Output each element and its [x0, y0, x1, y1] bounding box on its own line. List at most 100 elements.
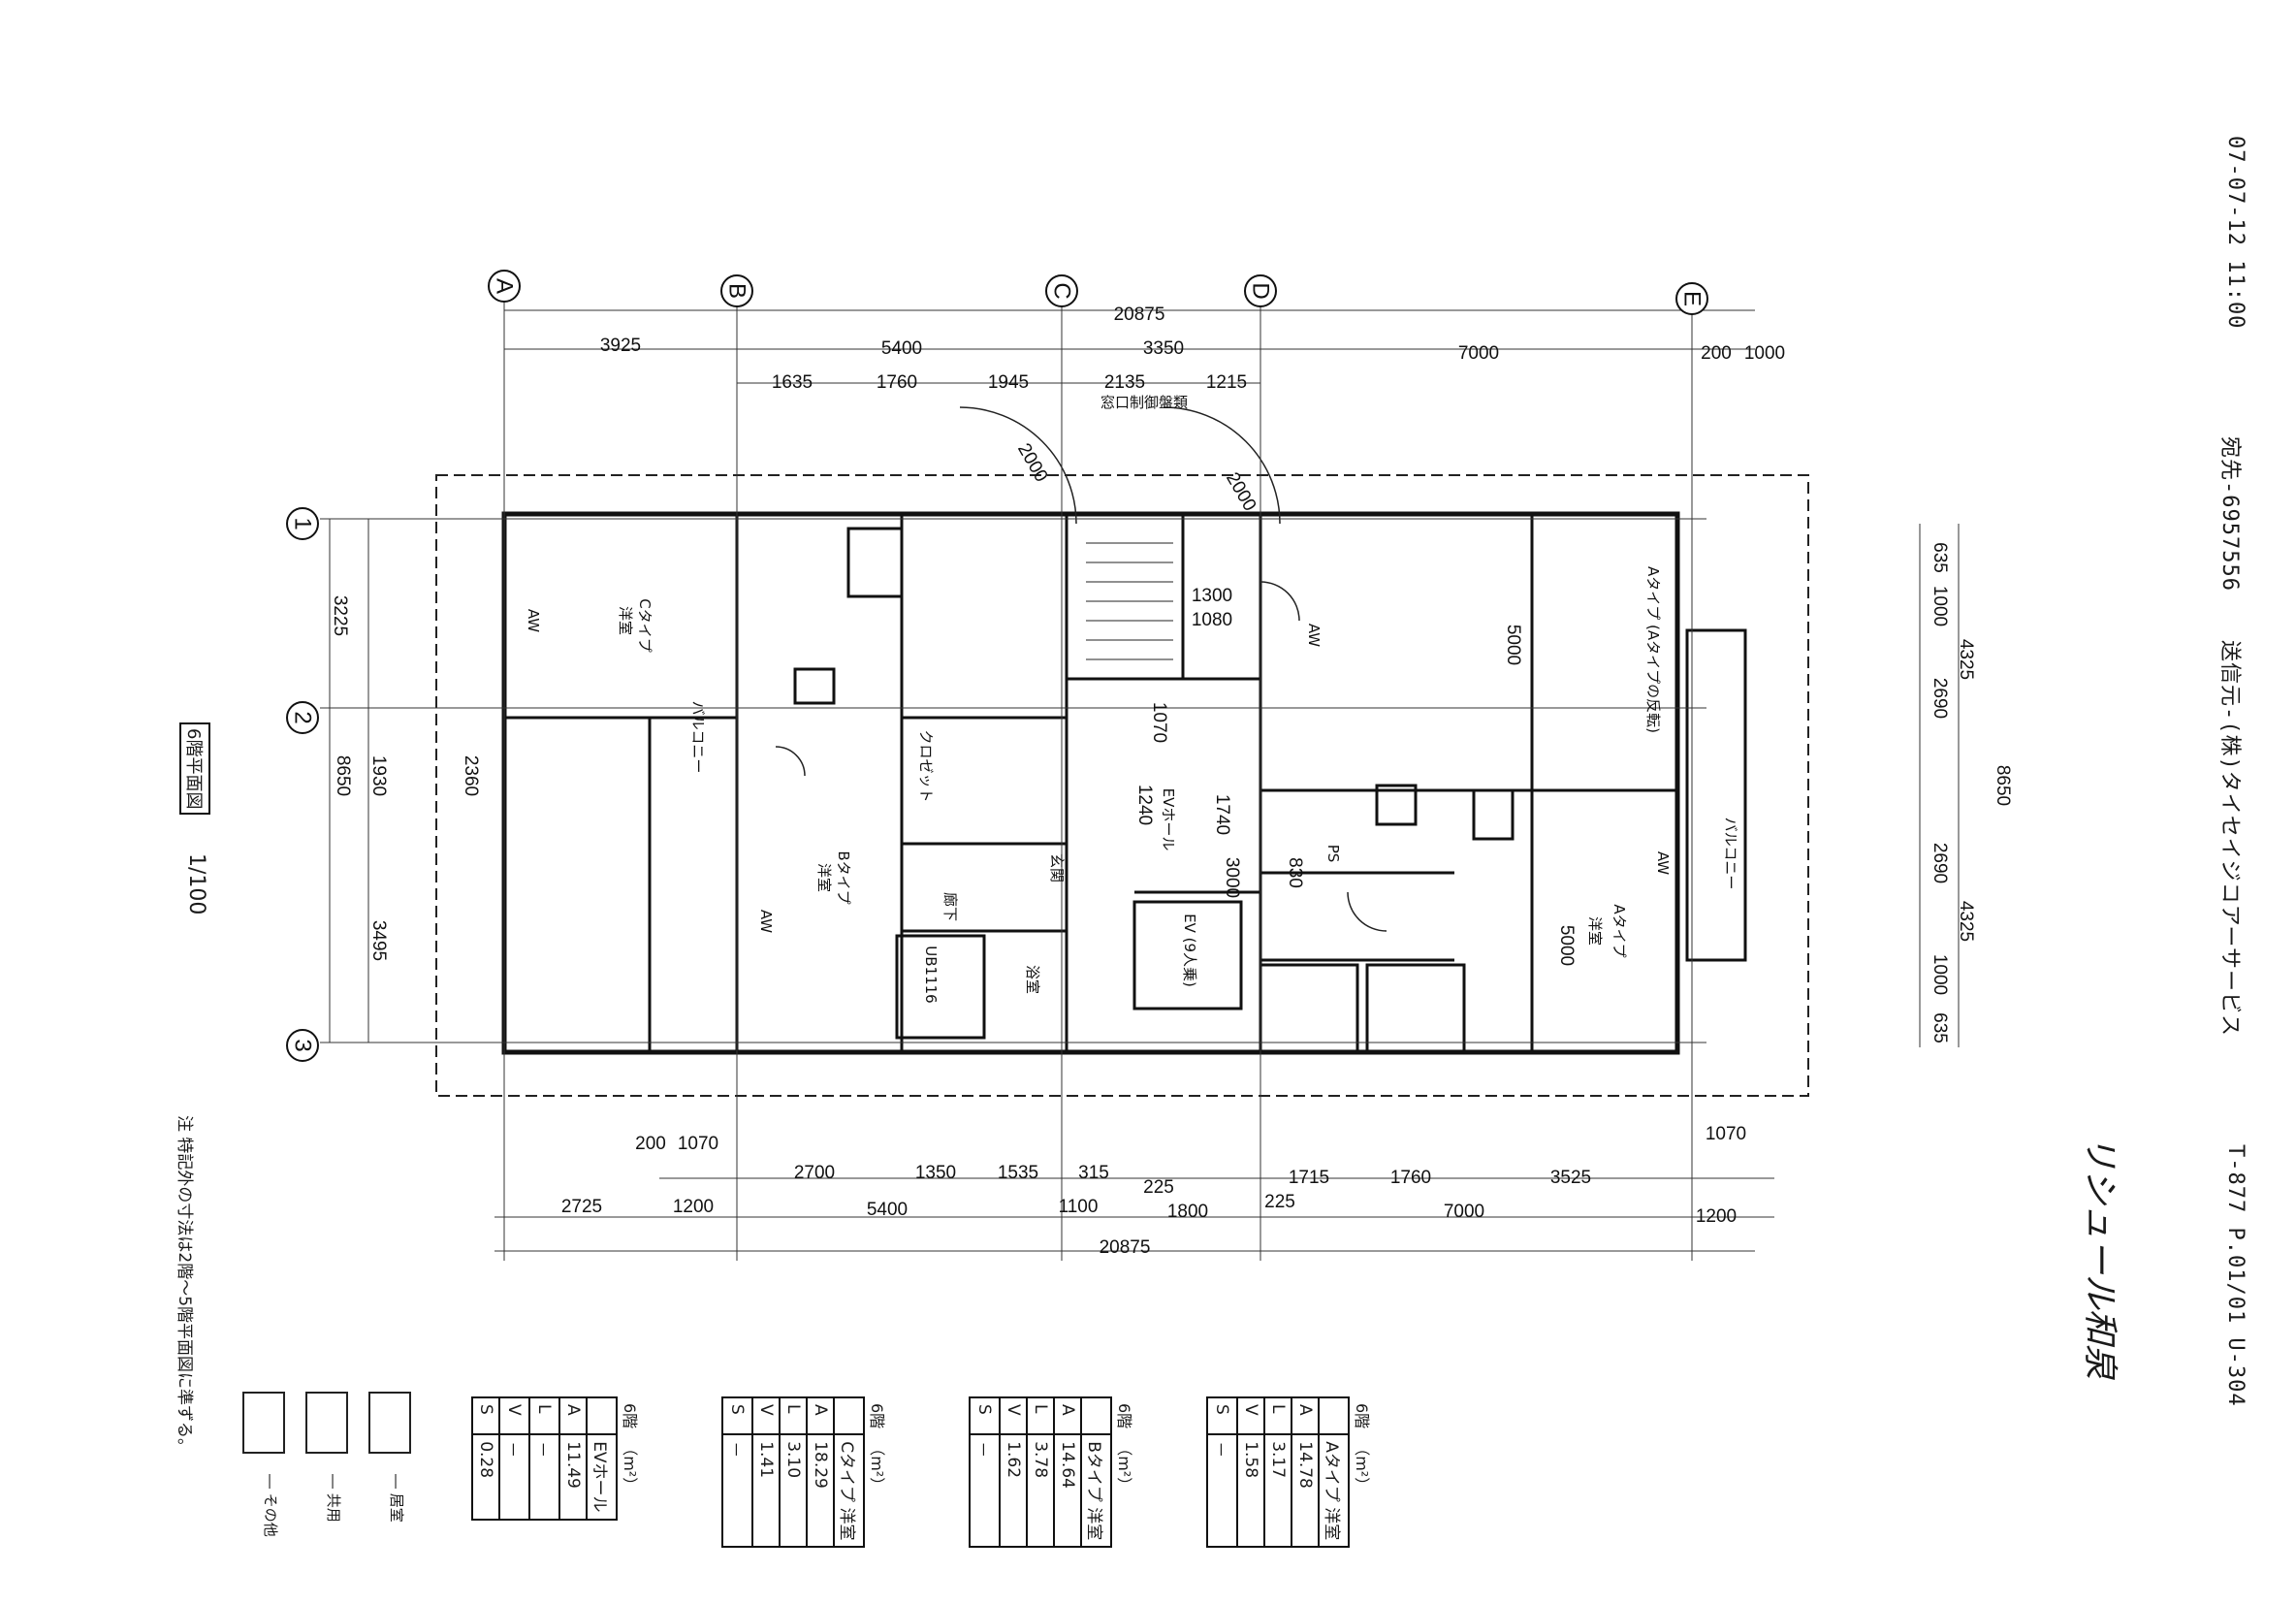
interior-walls — [504, 512, 1747, 1054]
bottom-sub-dim-6: 315 — [1078, 1163, 1109, 1183]
area-unit: （m²） — [1115, 1440, 1133, 1493]
building-outline — [435, 474, 1809, 1097]
area-type: Aタイプ — [1322, 1441, 1341, 1502]
area-type: Bタイプ — [1084, 1441, 1103, 1502]
door-arc-dim-1: 2000 — [1013, 440, 1051, 486]
area-key: V — [1000, 1397, 1027, 1435]
room-c-western: 洋室 — [617, 606, 634, 635]
bottom-sub-dim-1: 200 — [635, 1134, 666, 1154]
top-sub-dim-5: 1215 — [1206, 372, 1247, 393]
room-bath: 浴室 — [1024, 965, 1041, 994]
area-floor: 6階 — [1353, 1403, 1371, 1429]
top-dim-4: 7000 — [1458, 343, 1499, 364]
window-control-label: 窓口制御盤類 — [1100, 394, 1188, 411]
left-overall-dim: 8650 — [333, 755, 353, 796]
area-key: S — [970, 1397, 1000, 1435]
misc-dim-1740: 1740 — [1212, 794, 1232, 835]
area-unit: （m²） — [1353, 1440, 1371, 1493]
area-value: － — [970, 1434, 1000, 1548]
top-dim-3: 3350 — [1143, 338, 1184, 359]
area-value: 11.49 — [559, 1434, 587, 1520]
legend-box-icon — [368, 1392, 411, 1454]
bottom-sub-dim-10: 1070 — [1706, 1124, 1746, 1144]
left-dim-2: 1930 — [368, 755, 389, 796]
room-a-top-type: Aタイプ (Aタイプの反転) — [1644, 566, 1662, 733]
bottom-sub-dim-7: 1715 — [1289, 1168, 1329, 1188]
room-aw-d: AW — [1305, 624, 1323, 647]
room-corridor: 廊下 — [941, 892, 959, 921]
area-key: V — [1237, 1397, 1264, 1435]
area-floor: 6階 — [868, 1403, 886, 1429]
area-room: 洋室 — [1322, 1507, 1341, 1541]
area-floor: 6階 — [1115, 1403, 1133, 1429]
area-value: － — [1207, 1434, 1237, 1548]
right-inner-dim-6: 635 — [1929, 1012, 1950, 1043]
bottom-dim-3: 5400 — [867, 1200, 908, 1220]
room-c-type: Cタイプ — [636, 598, 654, 652]
misc-dim-1300: 1300 — [1192, 586, 1232, 606]
legend-box-icon — [242, 1392, 285, 1454]
area-value: 1.62 — [1000, 1434, 1027, 1548]
a-bottom-depth-dim: 5000 — [1556, 925, 1577, 966]
area-room: 洋室 — [837, 1507, 856, 1541]
area-unit: （m²） — [868, 1440, 886, 1493]
row-axis-1: 1 — [290, 517, 316, 529]
area-value: 14.64 — [1054, 1434, 1081, 1548]
misc-dim-830: 830 — [1285, 857, 1305, 888]
row-axis-3: 3 — [290, 1039, 316, 1051]
bottom-sub-dim-3: 2700 — [794, 1163, 835, 1183]
legend-label: ― 共用 — [325, 1474, 342, 1523]
room-b-aw: AW — [757, 910, 775, 933]
top-sub-dim-4: 2135 — [1104, 372, 1145, 393]
column-axes — [286, 270, 1708, 1062]
column-axis-e: E — [1679, 291, 1706, 306]
area-type: Cタイプ — [837, 1441, 856, 1503]
room-ev-hall: EVホール — [1160, 788, 1177, 851]
right-inner-dim-5: 1000 — [1929, 954, 1950, 995]
room-ub: UB1116 — [922, 946, 940, 1003]
area-key: L — [1264, 1397, 1292, 1435]
room-b-type: Bタイプ — [835, 850, 852, 904]
area-key: S — [1207, 1397, 1237, 1435]
bottom-dim-8: 7000 — [1444, 1202, 1484, 1222]
misc-dim-1070: 1070 — [1149, 702, 1169, 743]
bottom-sub-dim-4: 1350 — [915, 1163, 956, 1183]
area-value: 14.78 — [1292, 1434, 1319, 1548]
area-value: 1.41 — [752, 1434, 780, 1548]
top-dim-6: 1000 — [1744, 343, 1785, 364]
right-outer-dim-1: 4325 — [1956, 639, 1976, 680]
right-inner-dim-3: 2690 — [1929, 678, 1950, 719]
area-value: 1.58 — [1237, 1434, 1264, 1548]
area-key: A — [807, 1397, 834, 1435]
area-key: A — [1054, 1397, 1081, 1435]
top-dim-2: 5400 — [881, 338, 922, 359]
bottom-dim-6: 1800 — [1167, 1202, 1208, 1222]
room-closet: クロゼット — [917, 729, 935, 802]
right-inner-dim-2: 1000 — [1929, 586, 1950, 626]
area-value: 3.17 — [1264, 1434, 1292, 1548]
room-b-western: 洋室 — [815, 863, 833, 892]
right-inner-dim-4: 2690 — [1929, 843, 1950, 883]
grid-lines — [320, 301, 1960, 1261]
area-key: L — [529, 1397, 559, 1435]
area-floor: 6階 — [621, 1403, 639, 1429]
area-key: S — [472, 1397, 499, 1435]
bottom-dim-2: 1200 — [673, 1197, 714, 1217]
bottom-overall-dim: 20875 — [1100, 1237, 1151, 1258]
area-value: － — [722, 1434, 752, 1548]
room-c-aw: AW — [525, 609, 542, 632]
bottom-dim-1: 2725 — [561, 1197, 602, 1217]
bottom-dim-7: 225 — [1264, 1192, 1295, 1212]
room-ev: EV (9人乗) — [1181, 914, 1198, 987]
top-dim-1: 3925 — [600, 336, 641, 356]
legend-box-icon — [305, 1392, 348, 1454]
area-value: 18.29 — [807, 1434, 834, 1548]
right-inner-dim-1: 635 — [1929, 542, 1950, 573]
area-key: V — [752, 1397, 780, 1435]
area-value: － — [529, 1434, 559, 1520]
misc-dim-1240: 1240 — [1134, 785, 1155, 825]
